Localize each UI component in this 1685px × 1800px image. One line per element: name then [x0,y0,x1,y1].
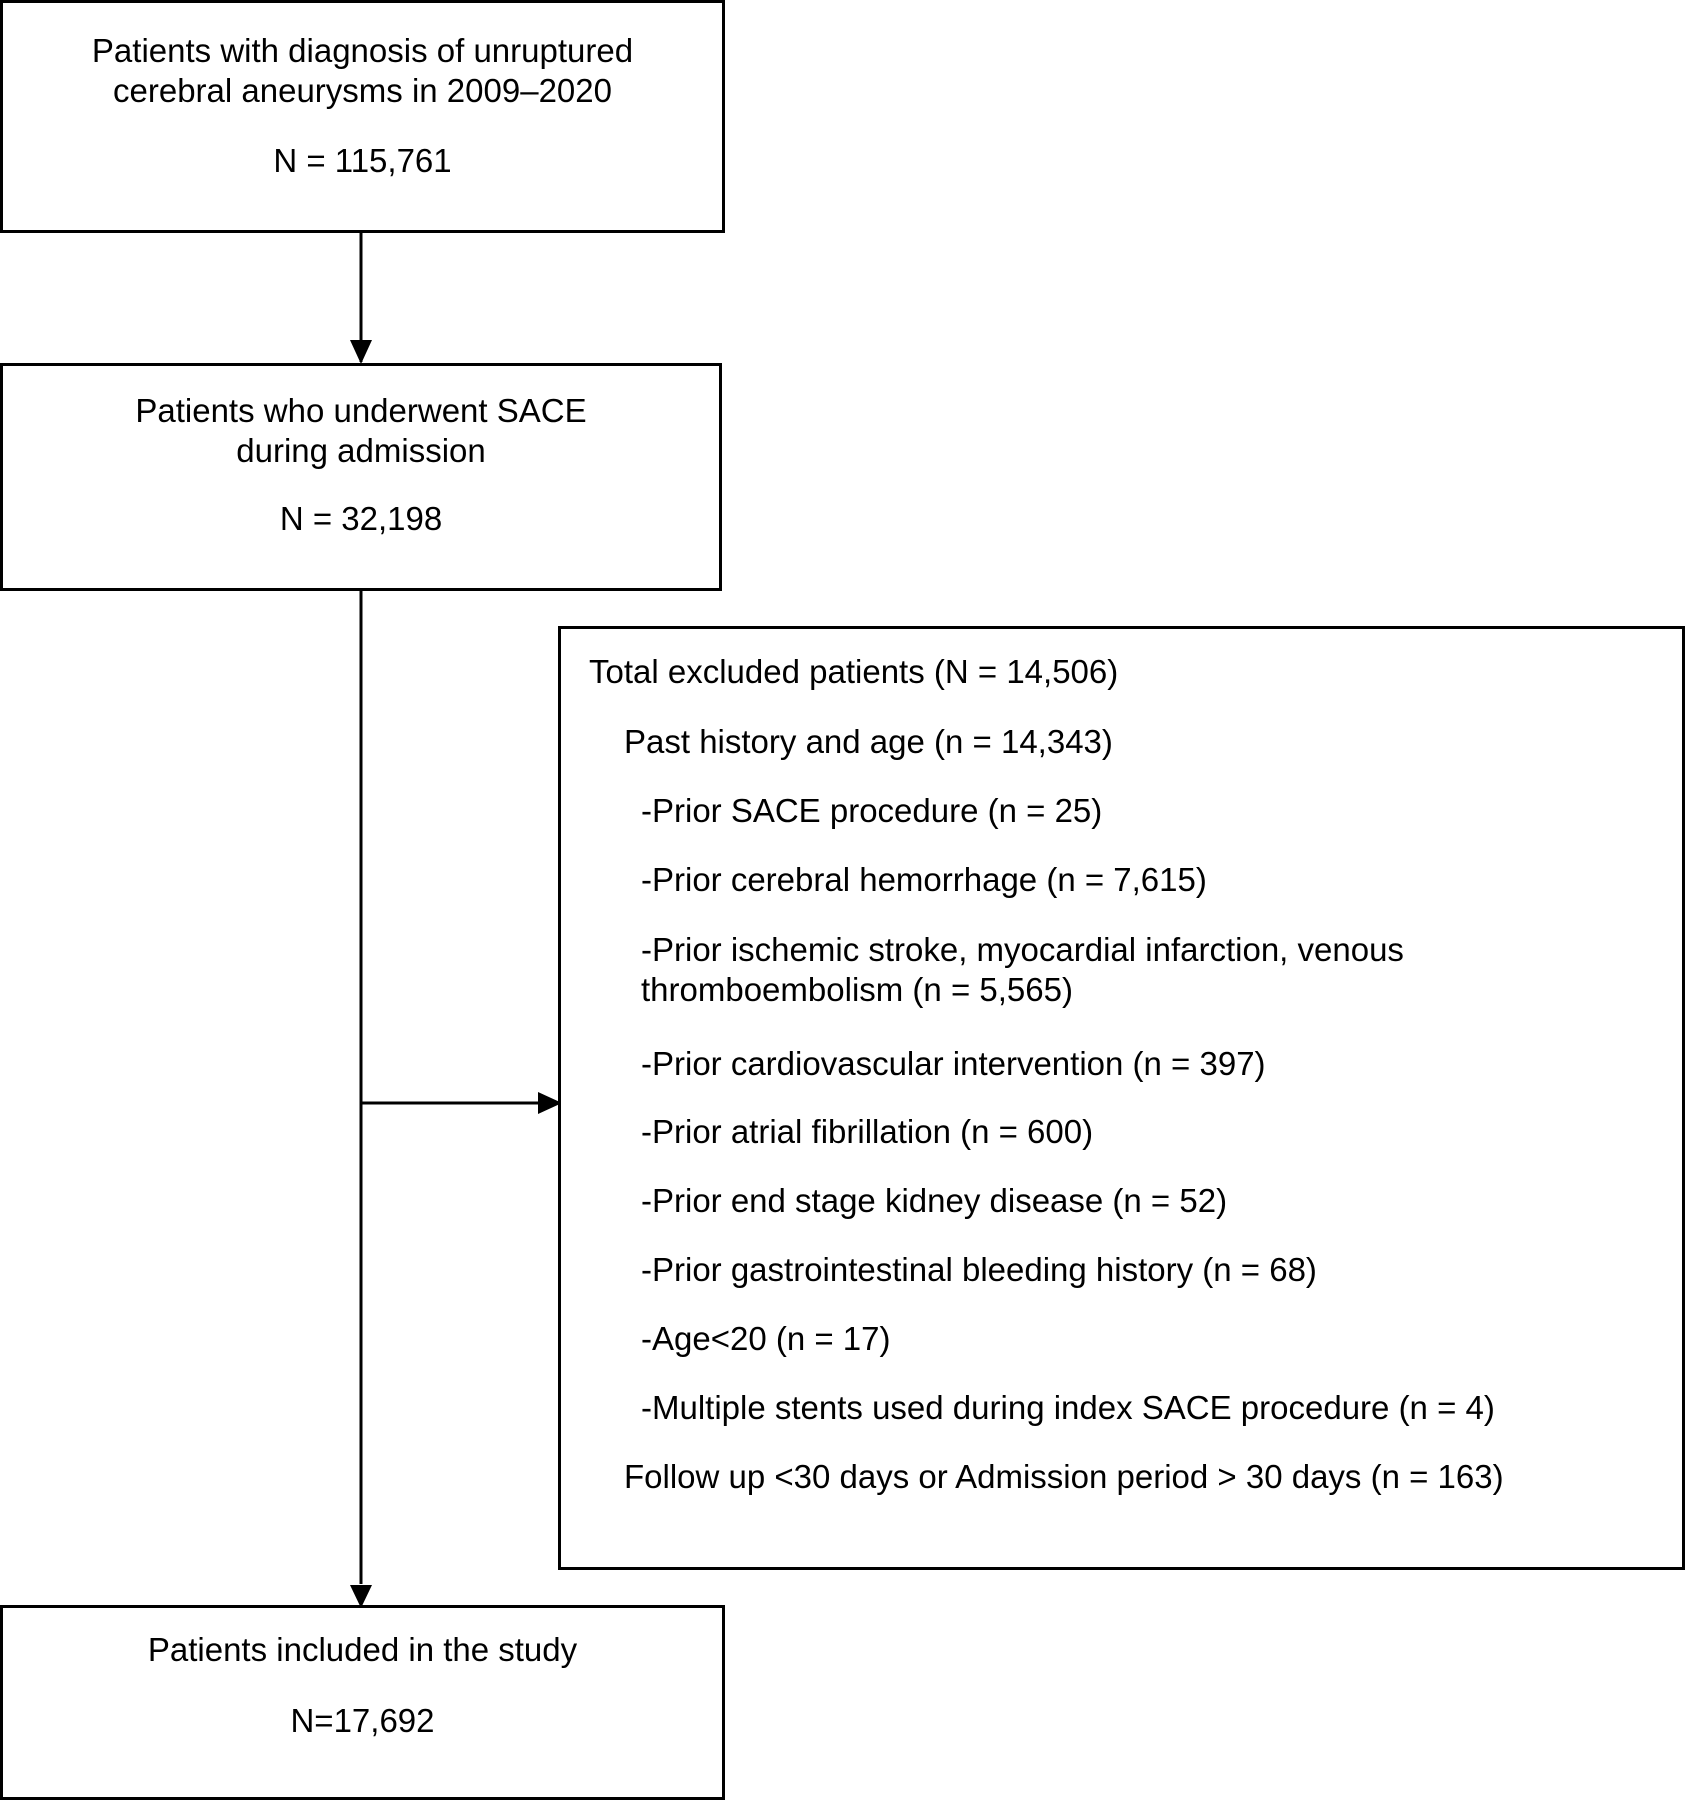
sace-line2: during admission [236,432,486,469]
exclusions-follow-up: Follow up <30 days or Admission period >… [624,1458,1504,1495]
exclusion-item: -Age<20 (n = 17) [641,1320,891,1357]
exclusions-box: Total excluded patients (N = 14,506) Pas… [558,626,1685,1570]
diagnosis-box: Patients with diagnosis of unruptured ce… [0,0,725,233]
included-count: N=17,692 [290,1702,435,1739]
exclusions-past-history: Past history and age (n = 14,343) [624,723,1113,760]
sace-line1: Patients who underwent SACE [135,392,587,429]
exclusion-item: -Prior end stage kidney disease (n = 52) [641,1182,1228,1219]
exclusion-item: -Prior cerebral hemorrhage (n = 7,615) [641,861,1207,898]
diagnosis-count: N = 115,761 [273,142,452,179]
included-box: Patients included in the study N=17,692 [0,1605,725,1800]
sace-box: Patients who underwent SACE during admis… [0,363,722,591]
included-line1: Patients included in the study [147,1631,578,1668]
exclusion-item-continuation: thromboembolism (n = 5,565) [641,971,1073,1008]
arrowhead-diagnosis-to-sace [350,340,372,364]
exclusion-item: -Multiple stents used during index SACE … [641,1389,1495,1426]
diagnosis-line2: cerebral aneurysms in 2009–2020 [113,72,612,109]
arrowhead-to-exclusions [538,1092,562,1114]
exclusion-item: -Prior ischemic stroke, myocardial infar… [641,931,1404,968]
exclusion-item: -Prior gastrointestinal bleeding history… [641,1251,1317,1288]
arrowhead-sace-to-included [350,1585,372,1608]
exclusion-item: -Prior SACE procedure (n = 25) [641,792,1103,829]
sace-count: N = 32,198 [279,500,443,537]
exclusions-total: Total excluded patients (N = 14,506) [589,653,1119,690]
exclusion-item: -Prior cardiovascular intervention (n = … [641,1045,1266,1082]
diagnosis-line1: Patients with diagnosis of unruptured [91,32,634,69]
exclusion-item: -Prior atrial fibrillation (n = 600) [641,1113,1094,1150]
